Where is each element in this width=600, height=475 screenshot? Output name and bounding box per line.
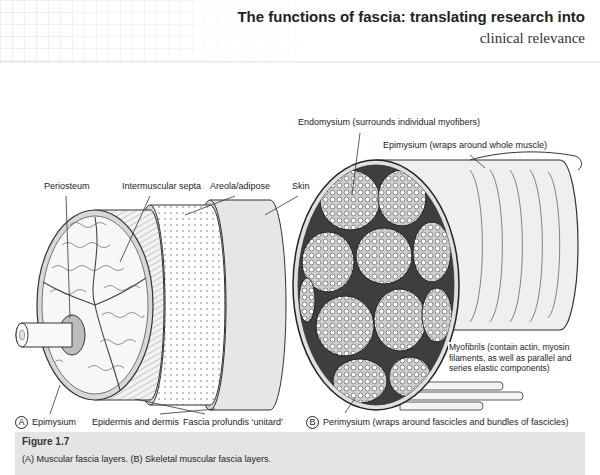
page-header [0,62,600,63]
leader-lines [265,196,298,215]
limb-section-illustration [16,200,286,410]
muscle-section-illustration [422,288,452,342]
page-header [0,0,600,62]
leader-lines [120,196,150,262]
muscle-section-illustration [374,289,426,351]
muscle-section-illustration [316,296,374,356]
muscle-section-illustration [378,170,426,226]
limb-section-illustration [20,330,25,340]
muscle-section-illustration [320,170,380,230]
part-label: Epimysium (wraps around whole muscle) [383,140,547,151]
limb-section-illustration [62,243,110,248]
leader-lines [185,196,235,215]
part-label: Intermuscular septa [122,181,201,192]
leader-lines [352,133,360,195]
limb-section-illustration [95,278,146,305]
limb-section-illustration [102,313,144,318]
limb-section-illustration [55,360,63,362]
muscle-section-illustration [356,228,412,284]
limb-section-illustration [93,217,97,305]
leader-lines [160,409,215,414]
part-label: Perimysium (wraps around fascicles and b… [323,417,569,428]
figure-number: Figure 1.7 [22,436,69,449]
muscle-section-illustration [333,359,387,403]
leader-lines [50,196,298,414]
running-subhead: clinical relevance [480,29,585,48]
muscle-section-illustration [400,402,483,410]
part-label: Myofibrils (contain actin, myosin filame… [448,342,592,374]
limb-section-illustration [16,323,28,347]
running-head: The functions of fascia: translating res… [237,8,585,27]
muscle-section-illustration [408,392,523,400]
panel-letter-circle: B [306,416,319,429]
panel-letter-circle: A [15,416,28,429]
limb-section-illustration [104,286,140,291]
muscle-section-illustration [299,170,452,403]
limb-section-illustration [70,223,106,228]
leader-lines [50,385,60,414]
leader-lines [135,399,205,414]
leader-lines [345,398,355,413]
part-label: Fascia profundis ‘unitard’ [183,417,283,428]
leader-lines [470,155,485,168]
part-label: Periosteum [44,181,90,192]
muscle-section-illustration [470,152,582,170]
limb-section-illustration [95,305,120,390]
muscle-section-illustration [299,278,315,322]
part-label: Areola/adipose [210,181,270,192]
figure-caption: (A) Muscular fascia layers. (B) Skeletal… [22,454,578,465]
limb-section-illustration [37,210,153,400]
panel-letter: B [309,418,315,427]
muscle-section-illustration [413,222,451,282]
limb-section-illustration [88,366,124,371]
muscle-section-illustration [530,170,542,322]
muscle-section-illustration [548,172,560,318]
limb-section-illustration [16,323,72,347]
panel-letter: A [18,418,24,427]
muscle-section-illustration [470,170,560,322]
limb-section-illustration [42,216,148,394]
muscle-section-illustration [298,165,454,405]
limb-section-illustration [52,266,124,271]
muscle-section-illustration [389,357,431,397]
muscle-section-illustration [293,160,459,410]
part-label: Endomysium (surrounds individual myofibe… [298,117,480,128]
part-label: Epimysium [32,417,76,428]
muscle-section-illustration [510,170,522,322]
muscle-section-illustration [490,170,502,322]
caption-panel [15,432,585,475]
muscle-section-illustration [470,170,482,322]
limb-section-illustration [43,217,146,390]
part-label: Skin [292,181,310,192]
part-label: Epidermis and dermis [92,417,179,428]
leader-lines [66,196,70,318]
limb-section-illustration [50,290,86,295]
